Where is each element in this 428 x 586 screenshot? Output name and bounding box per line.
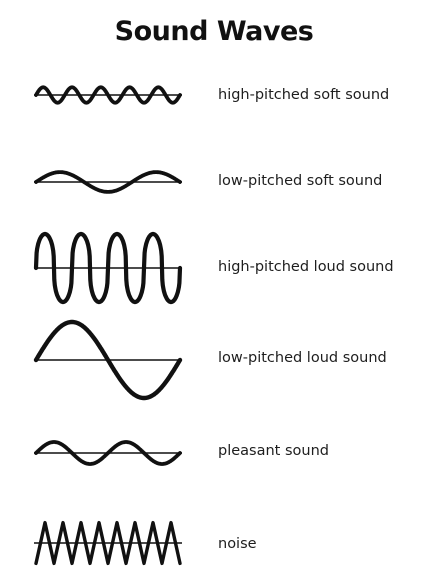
- label-low-pitched-soft: low-pitched soft sound: [218, 173, 383, 189]
- label-pleasant: pleasant sound: [218, 443, 329, 459]
- label-high-pitched-loud: high-pitched loud sound: [218, 259, 394, 275]
- wave-pleasant: [34, 440, 182, 466]
- wave-high-pitched-loud: [33, 231, 183, 305]
- wave-curve: [34, 520, 182, 566]
- wave-curve: [33, 319, 183, 401]
- wave-high-pitched-soft: [34, 85, 182, 105]
- wave-curve: [34, 85, 182, 105]
- wave-curve: [34, 170, 182, 194]
- label-low-pitched-loud: low-pitched loud sound: [218, 350, 387, 366]
- label-high-pitched-soft: high-pitched soft sound: [218, 87, 390, 103]
- wave-low-pitched-soft: [34, 170, 182, 194]
- diagram-title: Sound Waves: [114, 16, 314, 47]
- label-noise: noise: [218, 536, 257, 552]
- wave-curve: [33, 231, 183, 305]
- wave-curve: [34, 440, 182, 466]
- wave-low-pitched-loud: [33, 319, 183, 401]
- wave-noise: [34, 520, 182, 566]
